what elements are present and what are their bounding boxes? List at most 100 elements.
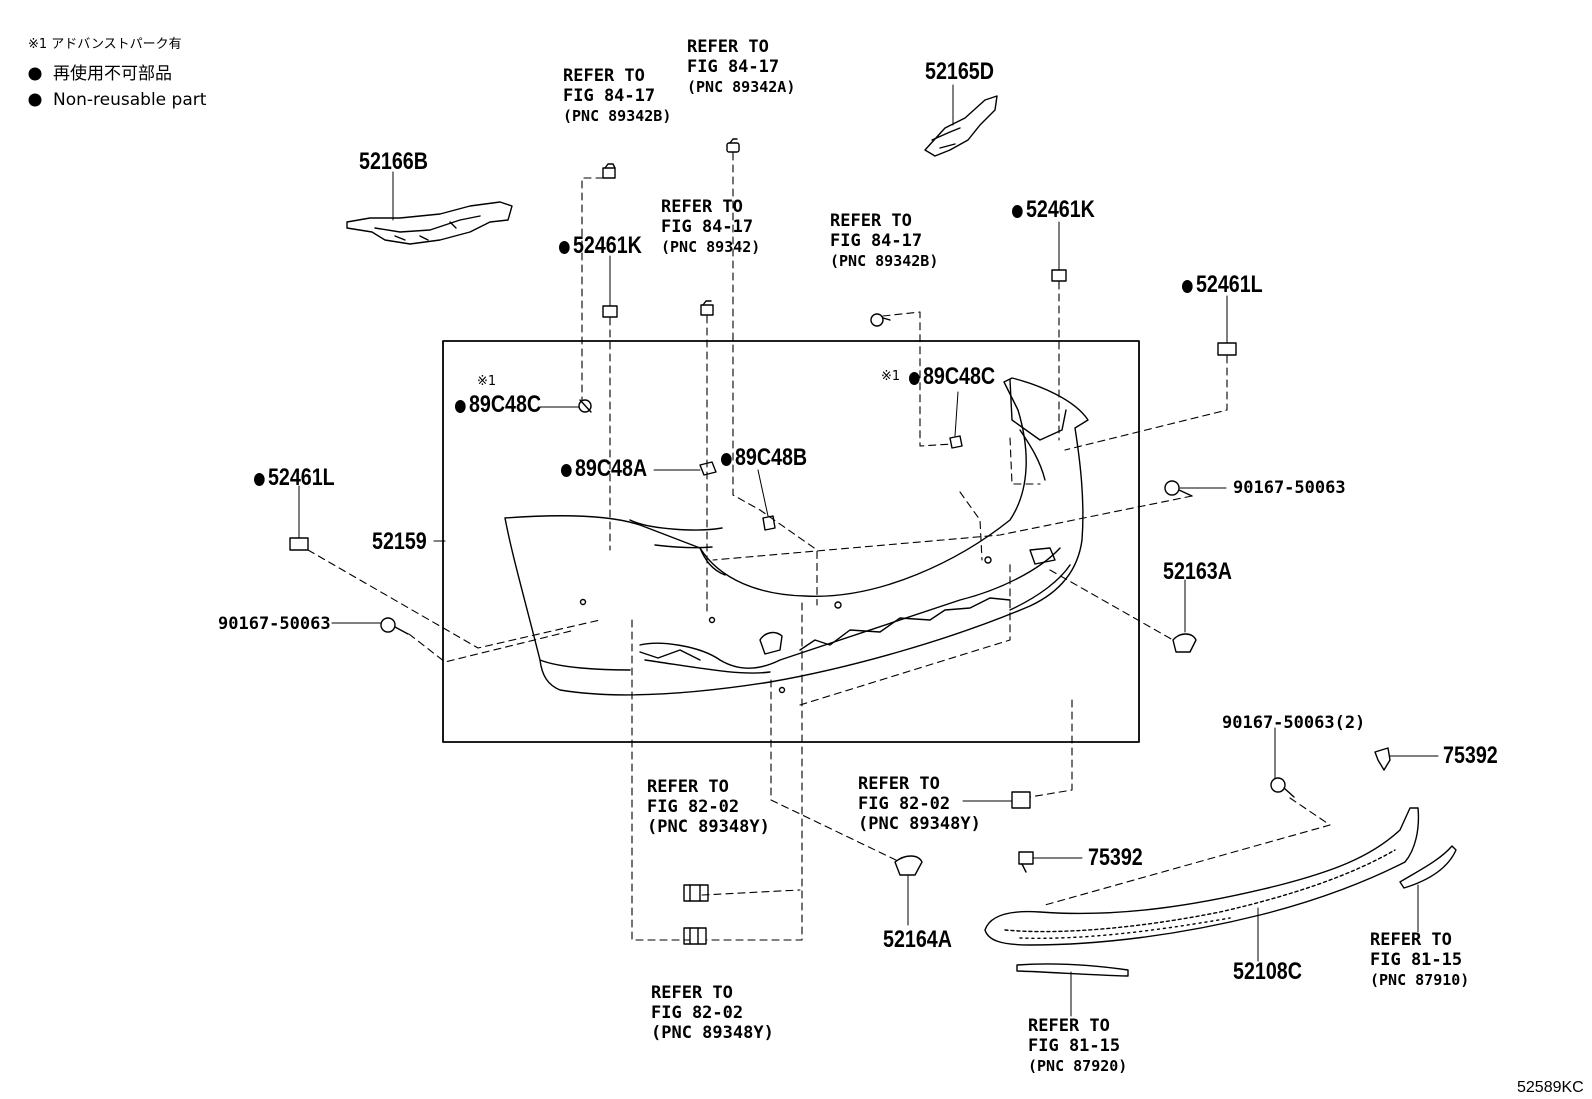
bracket-52165D: [924, 95, 998, 157]
part-number: 52461K: [572, 232, 642, 259]
part-label-52164A[interactable]: 52164A: [883, 926, 952, 953]
ref-callout-89342[interactable]: REFER TO FIG 84-17 (PNC 89342): [661, 197, 760, 257]
ref-line1: REFER TO: [687, 37, 769, 57]
assembly-dashed-lines: [307, 152, 1331, 941]
part-label-52108C[interactable]: 52108C: [1233, 958, 1302, 985]
ref-line1: REFER TO: [647, 777, 729, 797]
ref-line2: FIG 84-17: [563, 86, 656, 106]
part-label-90167-right[interactable]: 90167-50063: [1233, 478, 1346, 498]
retainer-52461K-right: [1051, 269, 1067, 282]
ref-callout-89342B-mid[interactable]: REFER TO FIG 84-17 (PNC 89342B): [830, 211, 938, 271]
ref-line1: REFER TO: [830, 211, 912, 231]
nonreusable-bullet-icon: [455, 400, 466, 413]
reflector-strip-87910: [1399, 845, 1457, 889]
part-label-90167-left[interactable]: 90167-50063: [218, 614, 331, 634]
ref-line1: REFER TO: [1370, 930, 1452, 950]
screw-90167-bottom: [1270, 777, 1295, 798]
clip-89348Y-b: [683, 927, 707, 945]
ref-line2: FIG 81-15: [1028, 1036, 1121, 1056]
ref-callout-87910[interactable]: REFER TO FIG 81-15 (PNC 87910): [1370, 930, 1469, 990]
sensor-holder-89C48B: [762, 515, 776, 531]
part-label-52461L-left[interactable]: 52461L: [254, 466, 335, 490]
garnish-strip-87920: [1016, 963, 1129, 977]
part-number: 89C48C: [922, 363, 996, 390]
part-number: 89C48C: [468, 391, 542, 418]
part-label-52159[interactable]: 52159: [372, 528, 427, 555]
ref-callout-89342A[interactable]: REFER TO FIG 84-17 (PNC 89342A): [687, 37, 795, 97]
part-label-52163A[interactable]: 52163A: [1163, 558, 1232, 585]
ref-callout-89348Y-a[interactable]: REFER TO FIG 82-02 (PNC 89348Y): [647, 777, 770, 837]
ref-pnc: (PNC 89342): [661, 238, 761, 256]
note-marker-right: ※1: [881, 369, 901, 384]
nonreusable-bullet-icon: [909, 372, 920, 385]
ref-line1: REFER TO: [563, 66, 645, 86]
nonreusable-bullet-icon: [1182, 280, 1193, 293]
ref-line2: FIG 82-02: [858, 794, 951, 814]
part-number: 89C48B: [734, 444, 808, 471]
nonreusable-bullet-icon: [254, 473, 265, 486]
sensor-holder-89C48C-right: [949, 435, 963, 449]
nonreusable-bullet-icon: [561, 464, 572, 477]
ref-line1: REFER TO: [1028, 1016, 1110, 1036]
ref-pnc: (PNC 89342B): [563, 107, 672, 125]
ref-callout-89348Y-b[interactable]: REFER TO FIG 82-02 (PNC 89348Y): [651, 983, 774, 1043]
ref-line2: FIG 81-15: [1370, 950, 1463, 970]
clip-75392-mid: [1018, 851, 1034, 873]
assembly-frame: [442, 340, 1140, 743]
ref-line2: FIG 82-02: [651, 1003, 744, 1023]
legend-nonreusable-en: Non-reusable part: [53, 90, 207, 110]
part-label-75392-right[interactable]: 75392: [1443, 742, 1498, 769]
part-label-89C48B[interactable]: 89C48B: [721, 446, 807, 470]
ref-pnc: (PNC 89348Y): [858, 814, 981, 834]
leader-lines: [298, 84, 1439, 1017]
part-label-89C48A[interactable]: 89C48A: [561, 457, 647, 481]
ref-pnc: (PNC 89342A): [687, 78, 796, 96]
legend-nonreusable-jp: 再使用不可部品: [53, 64, 172, 84]
part-label-52461L-right[interactable]: 52461L: [1182, 273, 1263, 297]
clip-89348Y-a: [683, 884, 709, 902]
sensor-holder-89C48C-left: [578, 399, 592, 413]
cap-52164A: [894, 855, 923, 876]
clip-89342A-top: [726, 138, 740, 153]
part-number: 52461L: [1195, 271, 1263, 298]
ref-callout-89348Y-c[interactable]: REFER TO FIG 82-02 (PNC 89348Y): [858, 774, 981, 834]
clip-89342: [700, 300, 714, 316]
ref-line1: REFER TO: [661, 197, 743, 217]
ref-pnc: (PNC 87920): [1028, 1057, 1128, 1075]
part-label-52461K-right[interactable]: 52461K: [1012, 198, 1095, 222]
ref-line1: REFER TO: [651, 983, 733, 1003]
clip-89348Y-c: [1011, 791, 1031, 809]
ref-callout-89342B-top[interactable]: REFER TO FIG 84-17 (PNC 89342B): [563, 66, 671, 126]
retainer-52461K-left: [602, 305, 618, 318]
lower-spoiler-52108C: [984, 807, 1420, 946]
ref-line2: FIG 84-17: [687, 57, 780, 77]
part-label-52461K-left[interactable]: 52461K: [559, 234, 642, 258]
legend-note-advanced-park: ※1 アドバンストパーク有: [28, 37, 182, 52]
part-label-52166B[interactable]: 52166B: [359, 148, 428, 175]
nonreusable-bullet-icon: [559, 241, 570, 254]
ref-callout-87920[interactable]: REFER TO FIG 81-15 (PNC 87920): [1028, 1016, 1127, 1076]
part-label-89C48C-right[interactable]: 89C48C: [909, 365, 995, 389]
clip-75392-right: [1374, 747, 1391, 771]
part-label-52165D[interactable]: 52165D: [925, 58, 994, 85]
ref-line2: FIG 82-02: [647, 797, 740, 817]
part-label-75392-mid[interactable]: 75392: [1088, 844, 1143, 871]
ref-line2: FIG 84-17: [661, 217, 754, 237]
bracket-52166B: [346, 201, 513, 245]
part-number: 89C48A: [574, 455, 648, 482]
part-number: 52461L: [267, 464, 335, 491]
ref-pnc: (PNC 89348Y): [651, 1023, 774, 1043]
screw-90167-right: [1164, 480, 1193, 497]
clip-89342B-top: [602, 163, 616, 179]
note-marker-left: ※1: [477, 374, 497, 389]
retainer-52461L-right: [1217, 342, 1237, 356]
nonreusable-bullet-icon: [721, 453, 732, 466]
nonreusable-bullet-icon: [1012, 205, 1023, 218]
part-label-90167-bottom[interactable]: 90167-50063(2): [1222, 713, 1366, 733]
part-label-89C48C-left[interactable]: 89C48C: [455, 393, 541, 417]
ref-line2: FIG 84-17: [830, 231, 923, 251]
ref-pnc: (PNC 87910): [1370, 971, 1470, 989]
ref-pnc: (PNC 89348Y): [647, 817, 770, 837]
